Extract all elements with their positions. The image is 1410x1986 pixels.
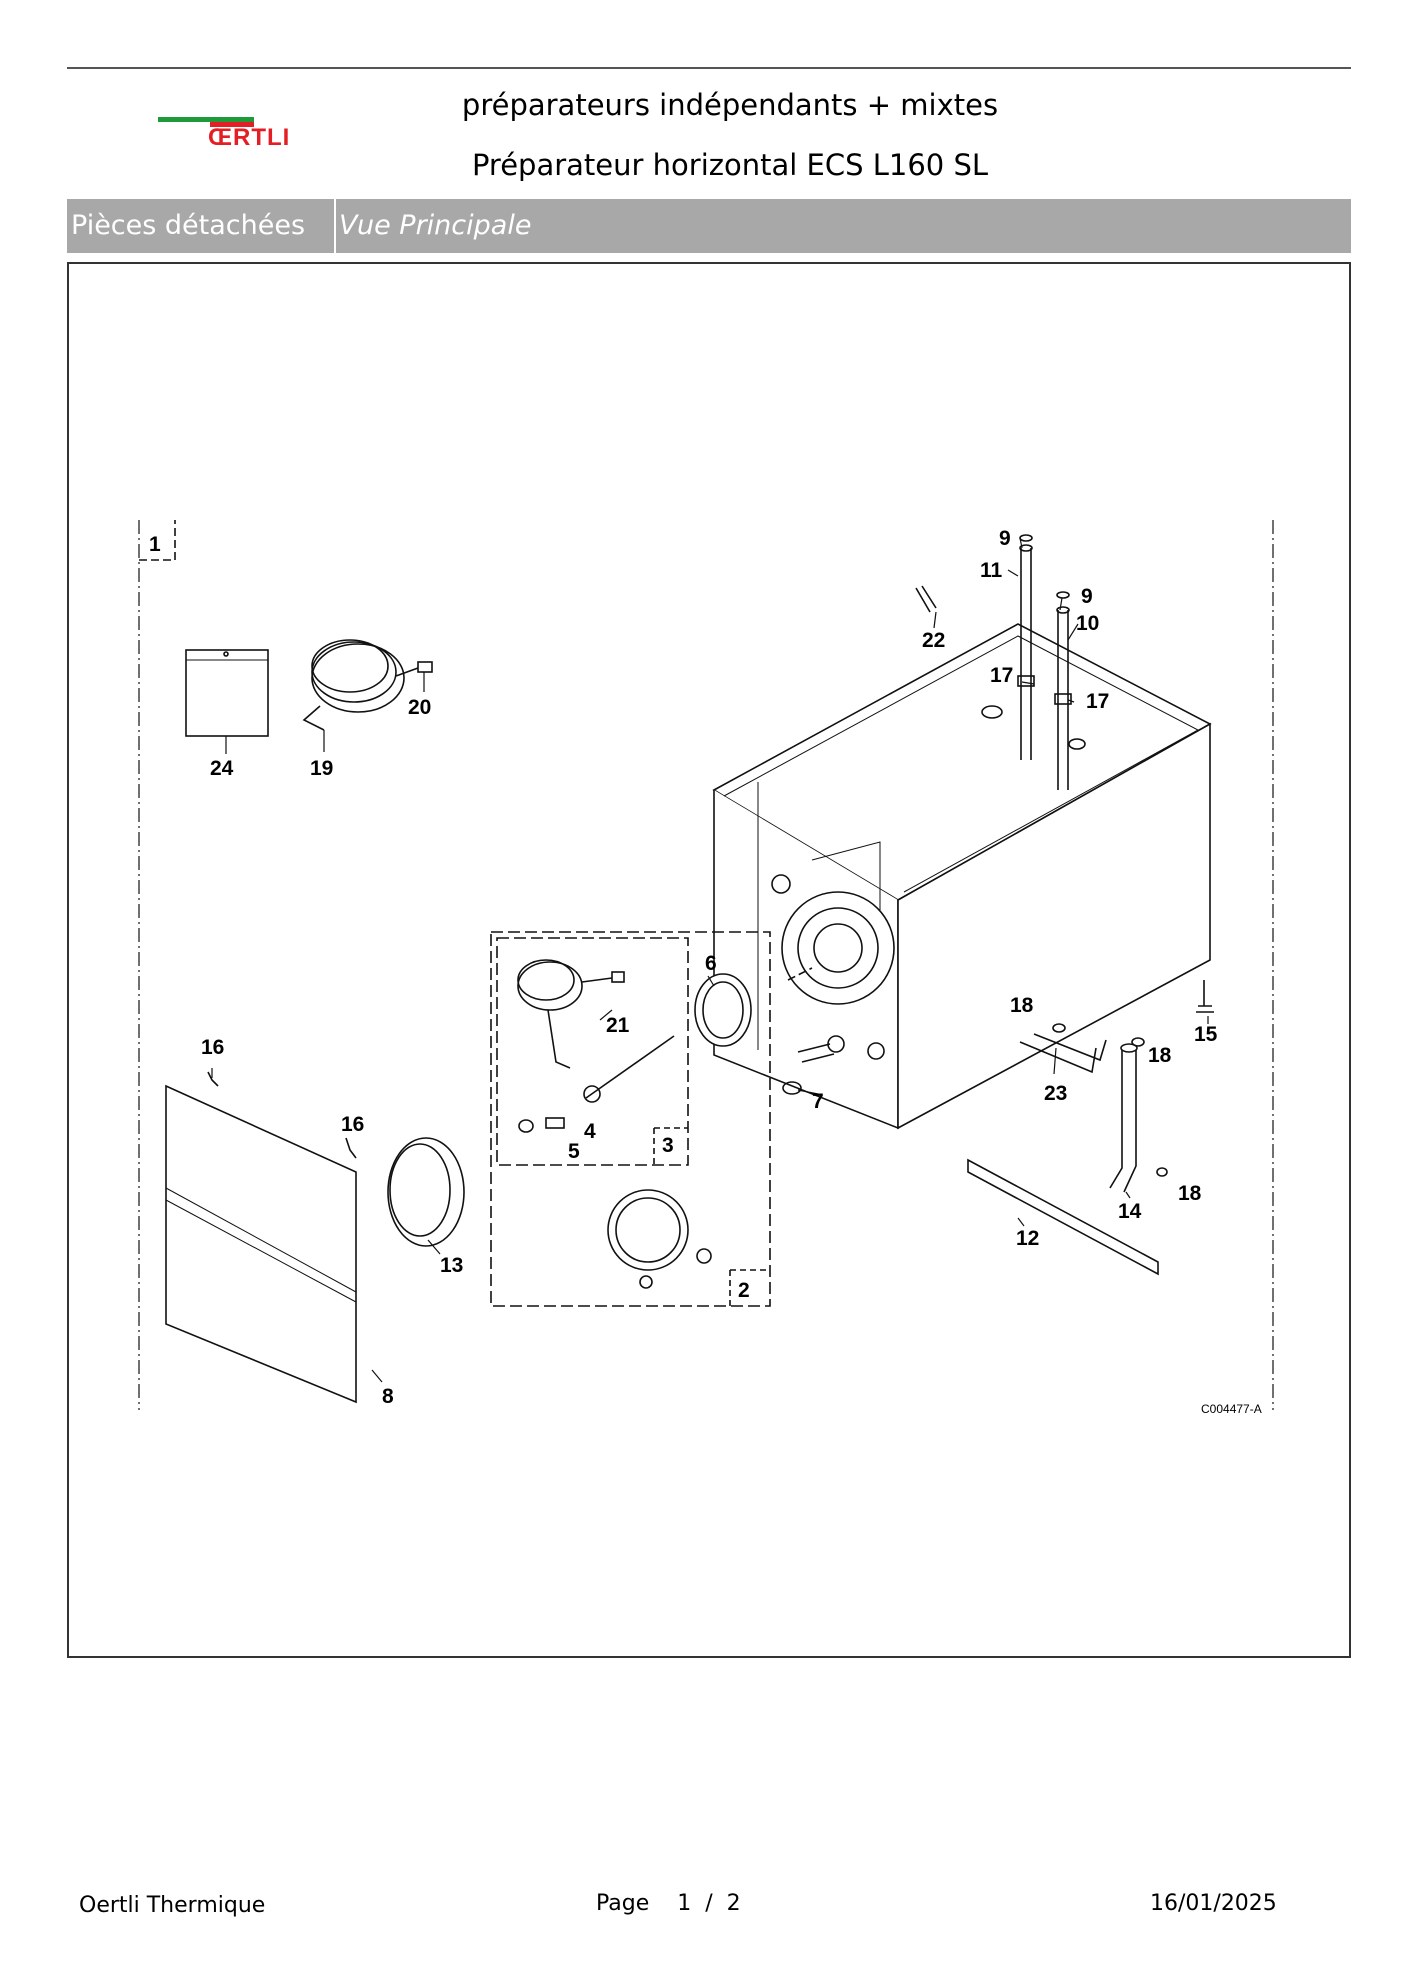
callout-18a: 18 <box>1010 994 1034 1017</box>
diagram-frame <box>67 262 1351 1658</box>
callout-14: 14 <box>1118 1200 1142 1223</box>
callout-12: 12 <box>1016 1227 1039 1250</box>
footer-date: 16/01/2025 <box>1150 1891 1277 1916</box>
callout-17b: 17 <box>1086 690 1109 713</box>
callout-3: 3 <box>662 1134 674 1157</box>
callout-9a: 9 <box>999 527 1011 550</box>
callout-21: 21 <box>606 1014 630 1037</box>
footer-company: Oertli Thermique <box>79 1893 266 1918</box>
top-rule <box>67 67 1351 69</box>
section-tab-spare-parts: Pièces détachées <box>71 210 306 241</box>
logo-wordmark: ŒRTLI <box>208 124 291 151</box>
callout-7: 7 <box>812 1090 824 1113</box>
section-divider <box>334 199 336 253</box>
callout-20: 20 <box>408 696 431 719</box>
callout-23: 23 <box>1044 1082 1067 1105</box>
callout-9b: 9 <box>1081 585 1093 608</box>
callout-1: 1 <box>149 533 161 556</box>
callout-19: 19 <box>310 757 333 780</box>
footer-page-indicator: Page 1 / 2 <box>596 1891 741 1916</box>
callout-11: 11 <box>980 559 1003 582</box>
logo-red-bar <box>210 122 254 127</box>
callout-18c: 18 <box>1178 1182 1202 1205</box>
page-total: 2 <box>726 1891 741 1916</box>
callout-24: 24 <box>210 757 234 780</box>
callout-6: 6 <box>705 952 717 975</box>
callout-4: 4 <box>584 1120 596 1143</box>
callout-18b: 18 <box>1148 1044 1172 1067</box>
callout-8: 8 <box>382 1385 394 1408</box>
callout-15: 15 <box>1194 1023 1218 1046</box>
callout-13: 13 <box>440 1254 463 1277</box>
callout-22: 22 <box>922 629 945 652</box>
callout-5: 5 <box>568 1140 580 1163</box>
callout-2: 2 <box>738 1279 750 1302</box>
page-separator: / <box>705 1891 713 1916</box>
section-bar: Pièces détachées Vue Principale <box>67 199 1351 253</box>
page-label: Page <box>596 1891 650 1916</box>
callout-16a: 16 <box>201 1036 224 1059</box>
callout-17a: 17 <box>990 664 1013 687</box>
drawing-reference: C004477-A <box>1201 1402 1262 1416</box>
callout-16b: 16 <box>341 1113 364 1136</box>
view-tab-main: Vue Principale <box>339 210 532 241</box>
callout-10: 10 <box>1076 612 1099 635</box>
document-title: Préparateur horizontal ECS L160 SL <box>471 148 989 182</box>
document-category: préparateurs indépendants + mixtes <box>461 88 999 122</box>
logo-green-bar <box>158 117 254 122</box>
oertli-logo: ŒRTLI <box>158 112 308 158</box>
page-current: 1 <box>677 1891 692 1916</box>
